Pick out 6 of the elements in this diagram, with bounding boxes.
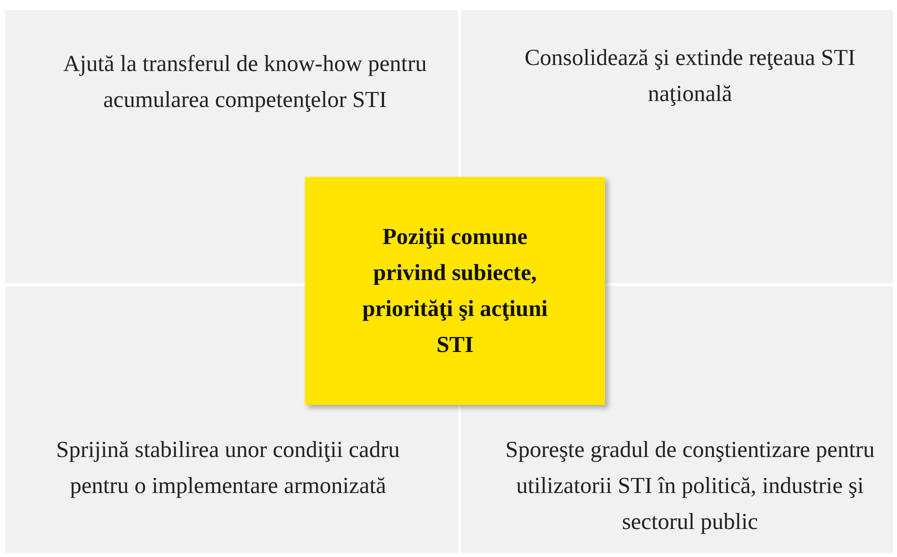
quadrant-text: Consolidează şi extinde reţeaua STI naţională — [515, 40, 865, 112]
quadrant-text: Ajută la transferul de know-how pentru acumularea competenţelor STI — [35, 46, 455, 118]
quadrant-text: Sporeşte gradul de conştientizare pentru utilizatorii STI în politică, industrie şi sectorul public — [500, 432, 880, 540]
center-text: Poziţii comune privind subiecte, priorităţi şi acţiuni STI — [361, 223, 549, 359]
center-box — [305, 177, 605, 405]
quadrant-text: Sprijină stabilirea unor condiţii cadru pentru o implementare armonizată — [56, 432, 400, 504]
